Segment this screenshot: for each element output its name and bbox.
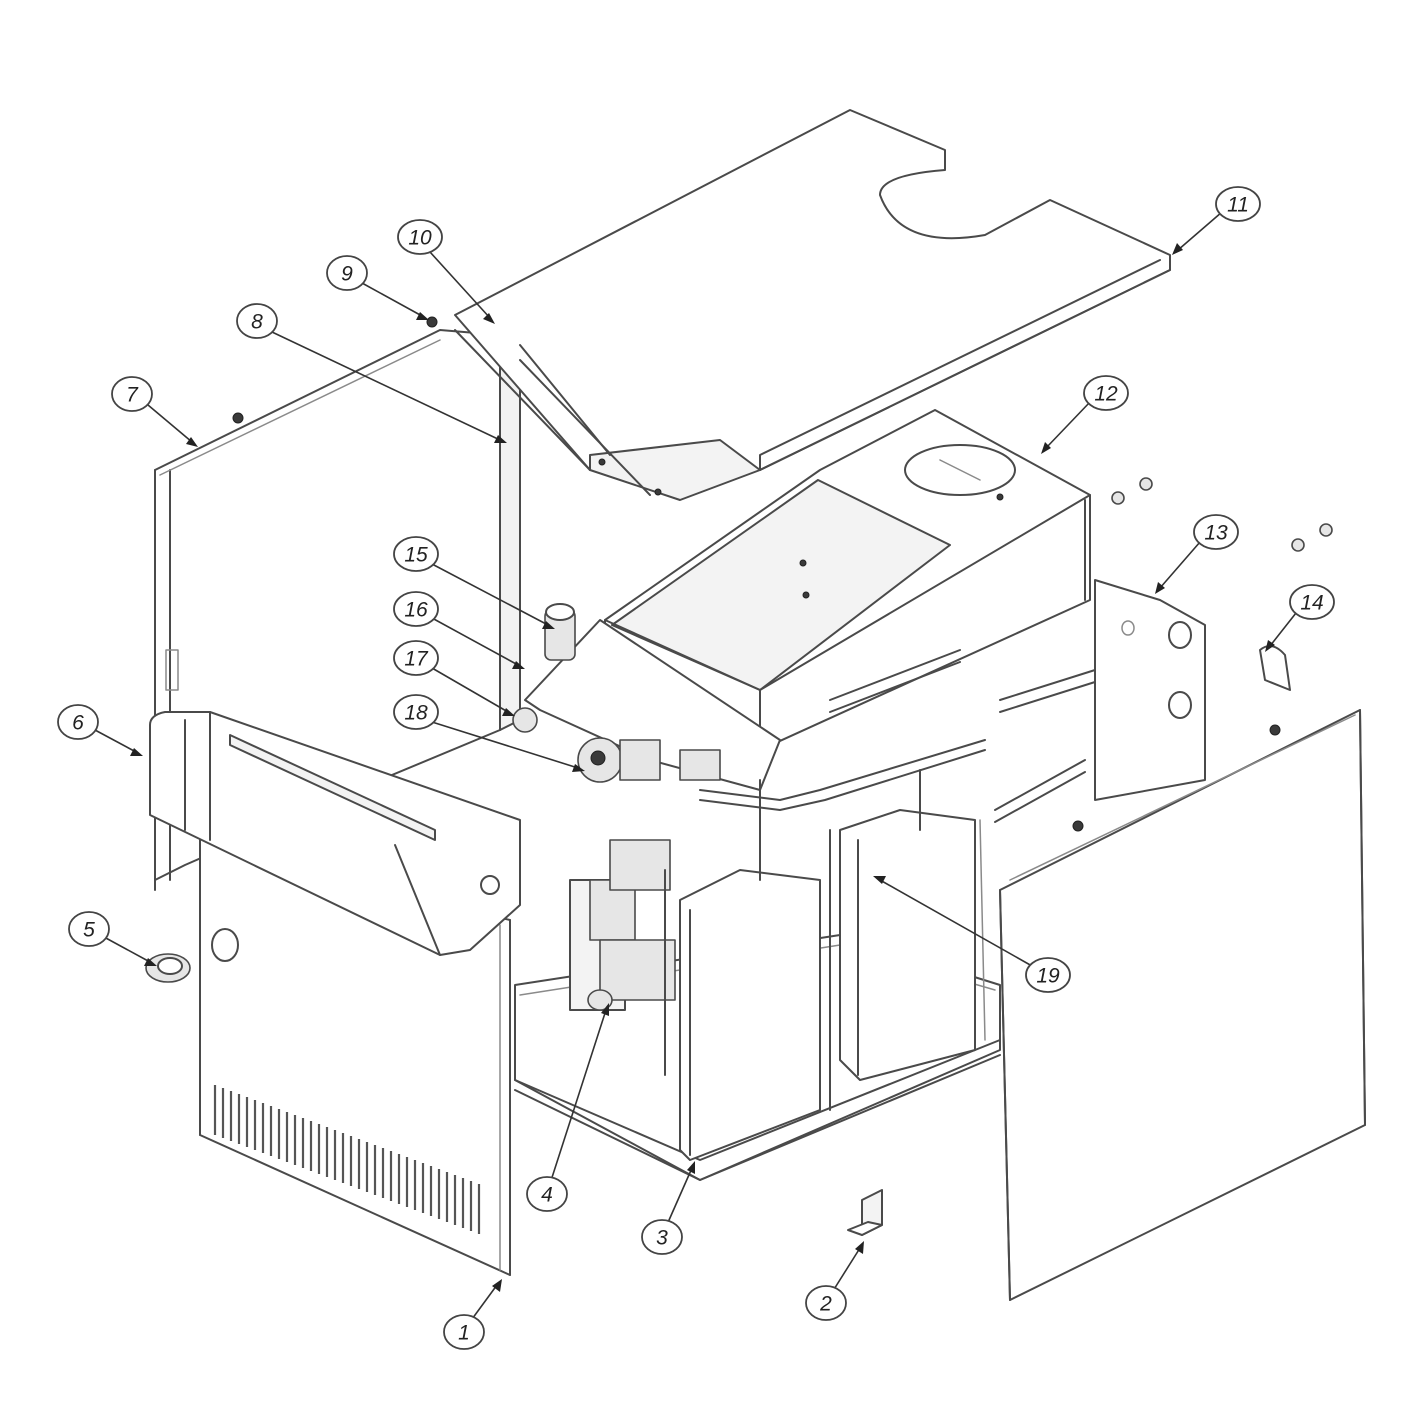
- callout-13-label: 13: [1204, 522, 1228, 545]
- manifold-pipework: [512, 603, 1096, 881]
- callout-9-label: 9: [341, 263, 353, 286]
- callout-12: 12: [1041, 375, 1129, 454]
- gas-valve-assembly: [569, 839, 676, 1076]
- boiler-body: [679, 809, 986, 1161]
- callout-10-label: 10: [408, 227, 432, 250]
- callout-7: 7: [111, 376, 198, 447]
- callout-13: 13: [1155, 514, 1239, 594]
- vent-slots: [213, 1085, 481, 1234]
- callout-2: 2: [805, 1241, 864, 1321]
- callout-8: 8: [236, 303, 507, 443]
- right-side-panel: [999, 709, 1366, 1301]
- callout-10: 10: [397, 219, 495, 324]
- callout-18: 18: [393, 694, 585, 772]
- callout-4: 4: [526, 1003, 609, 1212]
- callout-4-label: 4: [541, 1184, 553, 1207]
- callout-11-label: 11: [1227, 194, 1249, 217]
- callout-14-label: 14: [1300, 592, 1323, 615]
- top-cover: [454, 109, 1171, 501]
- right-back-panel: [1094, 579, 1206, 801]
- callout-19-label: 19: [1036, 965, 1060, 988]
- callout-15-label: 15: [404, 544, 428, 567]
- cover-plate: [1259, 645, 1291, 691]
- callout-9: 9: [326, 255, 429, 320]
- callout-6: 6: [57, 704, 143, 756]
- fasteners: [426, 316, 1333, 832]
- bracket: [847, 1189, 883, 1236]
- callout-18-label: 18: [404, 702, 428, 725]
- callout-12-label: 12: [1094, 383, 1118, 406]
- callout-19: 19: [873, 876, 1071, 993]
- callout-7-label: 7: [126, 384, 139, 407]
- callout-11: 11: [1172, 186, 1261, 255]
- callout-5: 5: [68, 911, 157, 966]
- callout-16-label: 16: [404, 599, 428, 622]
- callout-2-label: 2: [819, 1293, 832, 1316]
- callout-16: 16: [393, 591, 525, 669]
- callout-1: 1: [443, 1279, 502, 1350]
- callout-8-label: 8: [251, 311, 263, 334]
- callout-5-label: 5: [83, 919, 95, 942]
- callout-3-label: 3: [656, 1227, 668, 1250]
- callout-14: 14: [1265, 584, 1335, 652]
- callout-17: 17: [393, 640, 515, 716]
- callout-15: 15: [393, 536, 555, 629]
- callout-1-label: 1: [458, 1322, 470, 1345]
- control-panel: [149, 711, 521, 956]
- callout-3: 3: [641, 1161, 695, 1255]
- callout-17-label: 17: [404, 648, 429, 671]
- callout-6-label: 6: [72, 712, 84, 735]
- knob: [145, 953, 191, 983]
